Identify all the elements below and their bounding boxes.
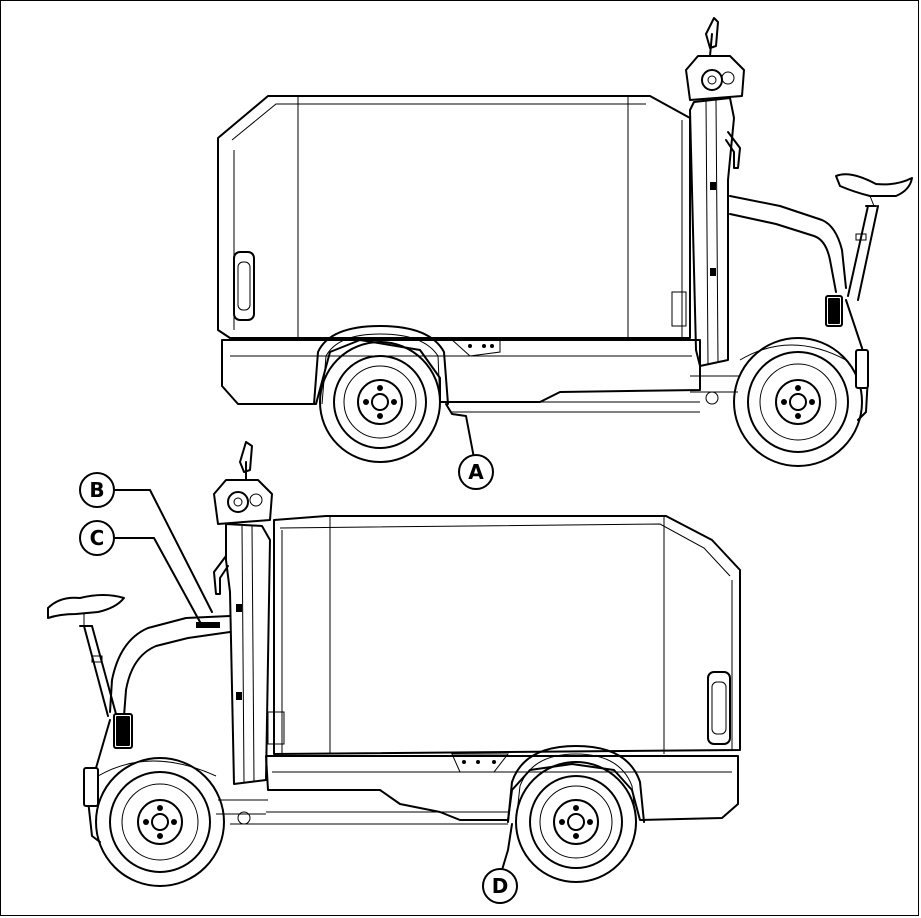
lower-rear-wheel: [507, 745, 645, 883]
upper-chassis: [221, 337, 701, 413]
lower-front-wheel: [83, 719, 268, 887]
callout-a: [445, 403, 494, 490]
upper-frame-tube: [729, 195, 847, 293]
lower-steering-mast: [213, 441, 273, 785]
callout-label-b: B: [89, 478, 104, 502]
callout-label-d: D: [492, 874, 509, 898]
lower-cargo-box: [267, 515, 741, 755]
callout-label-c: C: [90, 526, 105, 550]
lower-seat: [47, 594, 133, 749]
lower-vehicle-illustration: [47, 441, 741, 887]
lower-frame-tube: [109, 615, 231, 717]
callout-c: [79, 520, 201, 623]
upper-vehicle-illustration: [217, 17, 913, 467]
upper-rear-wheel: [313, 325, 449, 463]
upper-seat: [825, 173, 913, 327]
upper-cargo-box: [217, 95, 691, 339]
callout-d: [482, 823, 518, 904]
callout-b: [79, 472, 213, 613]
upper-steering-mast: [685, 17, 745, 367]
lower-chassis: [230, 753, 739, 825]
callout-label-a: A: [468, 460, 484, 484]
upper-front-wheel: [690, 299, 869, 467]
